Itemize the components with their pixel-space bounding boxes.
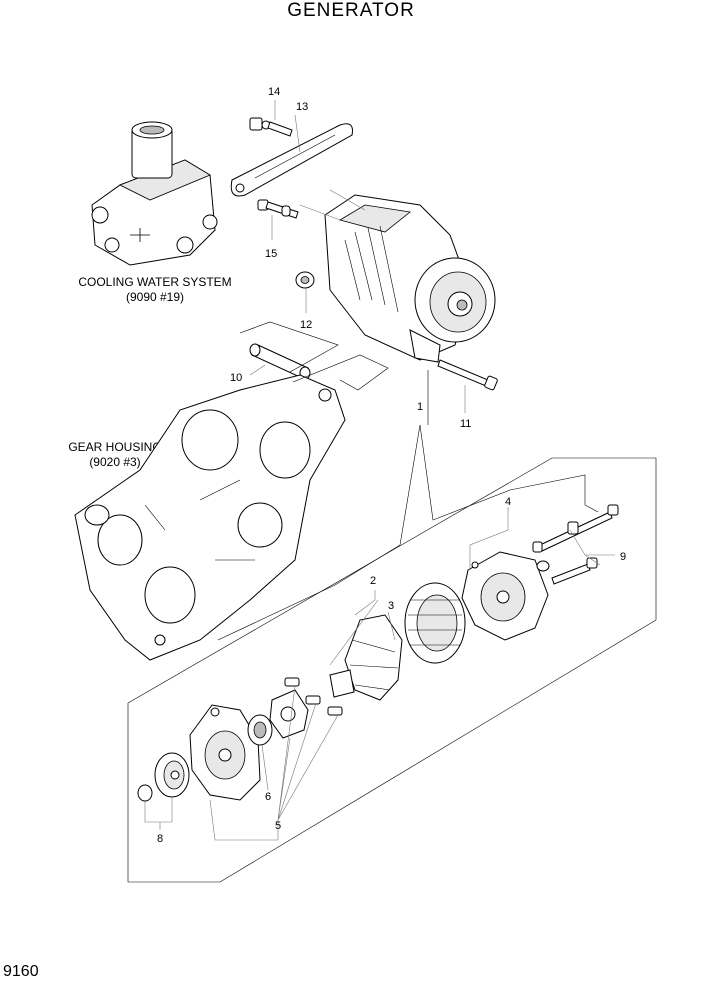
page-title: GENERATOR — [287, 0, 415, 21]
part-2-rotor — [329, 614, 403, 701]
callout-leader-lines — [144, 100, 615, 841]
part-15-bolt — [257, 199, 299, 219]
part-5-front-frame — [189, 704, 261, 801]
part-12-nut — [295, 271, 315, 289]
note-cooling-water-system: COOLING WATER SYSTEM (9090 #19) — [70, 275, 240, 305]
gear-housing-drawing — [74, 374, 346, 661]
callout-9: 9 — [620, 551, 626, 563]
part-3-stator — [404, 582, 466, 664]
part-11-mounting-bolt — [437, 359, 498, 391]
callout-13: 13 — [296, 101, 308, 113]
note-gear-housing: GEAR HOUSING (9020 #3) — [55, 440, 175, 470]
callout-2: 2 — [370, 575, 376, 587]
callout-12: 12 — [300, 319, 312, 331]
callout-10: 10 — [230, 372, 242, 384]
part-1-generator-assembly — [324, 194, 496, 363]
note-gear-line2: (9020 #3) — [89, 455, 141, 469]
callout-3: 3 — [388, 600, 394, 612]
part-10-spacer — [249, 343, 311, 380]
cooling-water-system-drawing — [91, 121, 218, 266]
note-cooling-line1: COOLING WATER SYSTEM — [78, 275, 232, 289]
note-cooling-line2: (9090 #19) — [125, 290, 185, 304]
exploded-view-frame — [127, 457, 657, 883]
callout-8: 8 — [157, 833, 163, 845]
part-4-rear-frame — [461, 551, 549, 641]
callout-14: 14 — [268, 86, 280, 98]
callout-5: 5 — [275, 820, 281, 832]
part-8-pulley-and-nut — [137, 752, 190, 802]
callout-1: 1 — [417, 401, 423, 413]
retainer-plate-and-screws — [269, 677, 343, 739]
callout-11: 11 — [460, 418, 471, 430]
callout-15: 15 — [265, 248, 277, 260]
note-gear-line1: GEAR HOUSING — [68, 440, 162, 454]
part-13-adjusting-bracket — [230, 123, 353, 197]
part-14-bolt — [249, 117, 293, 137]
part-6-bearing — [247, 714, 273, 746]
callout-4: 4 — [505, 496, 511, 508]
part-9-bolts — [532, 504, 619, 585]
page-number: 9160 — [3, 963, 39, 980]
assembly-guide-lines — [217, 189, 599, 641]
callout-6: 6 — [265, 791, 271, 803]
callout-labels: 14 13 15 12 10 1 11 4 9 2 3 6 5 8 — [157, 86, 626, 845]
